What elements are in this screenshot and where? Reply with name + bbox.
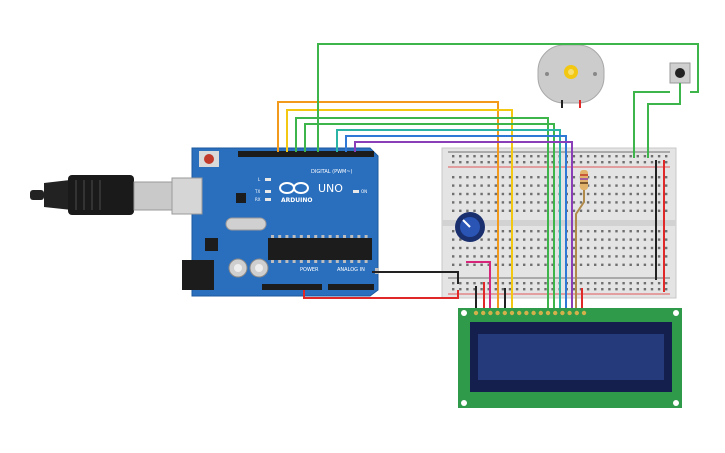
power-label: POWER (300, 267, 319, 273)
lcd-mount-hole (673, 310, 679, 316)
led-tx (265, 190, 271, 193)
usb-cable-sleeve (44, 180, 72, 210)
wire-black (372, 271, 459, 284)
breadboard-holes (452, 155, 668, 291)
crystal (225, 217, 267, 231)
wire-brown (575, 190, 585, 308)
led-tx-label: TX (254, 189, 260, 194)
resistor[interactable] (580, 170, 588, 190)
led-l-label: L (258, 177, 261, 182)
lcd-mount-hole (461, 400, 467, 406)
arduino-uno[interactable]: L TX RX ON ARDUINO UNO DIGITAL (PWM~) PO… (171, 147, 379, 297)
digital-label: DIGITAL (PWM~) (311, 169, 353, 175)
led-rx-label: RX (255, 197, 261, 202)
wire-magenta (466, 261, 491, 308)
led-on (353, 190, 359, 193)
lcd-mount-hole (673, 400, 679, 406)
atmega-chip (268, 238, 372, 260)
wires (277, 43, 699, 308)
dc-motor[interactable] (537, 44, 605, 108)
resistor-body (580, 170, 588, 190)
lcd-mount-hole (461, 310, 467, 316)
wire-green (633, 91, 670, 158)
potentiometer[interactable] (455, 212, 485, 242)
arduino-logo: ARDUINO UNO (279, 182, 343, 204)
wire-teal (336, 129, 561, 308)
wire-red (303, 290, 459, 299)
wire-yellow (286, 109, 513, 186)
power-header (262, 284, 322, 290)
wire-green (317, 43, 699, 152)
arduino-model: UNO (318, 182, 343, 195)
pushbutton-cap (675, 68, 685, 78)
lcd-pin-header (473, 310, 587, 316)
usb-cable-strain (30, 190, 44, 200)
usb-port (171, 177, 203, 215)
analog-label: ANALOG IN (337, 267, 365, 273)
lcd-16x2[interactable] (458, 308, 682, 408)
arduino-brand: ARDUINO (281, 197, 312, 204)
led-rx (265, 198, 271, 201)
digital-header (238, 151, 374, 157)
voltage-regulator (205, 238, 218, 251)
pushbutton[interactable] (669, 62, 691, 84)
wire-green (647, 83, 681, 158)
led-l (265, 178, 271, 181)
reset-button-cap (204, 154, 214, 164)
wire-blue (345, 135, 567, 308)
usb-chip (236, 193, 246, 203)
led-on-label: ON (361, 189, 367, 194)
analog-header (328, 284, 374, 290)
usb-plug-metal (133, 181, 175, 211)
wire-green (295, 117, 549, 308)
wire-orange (277, 101, 499, 186)
wire-purple (354, 141, 573, 308)
lcd-screen (478, 334, 664, 380)
usb-cable[interactable] (30, 175, 175, 215)
wire-green (304, 123, 555, 308)
power-jack (182, 260, 214, 290)
atmega-pins (271, 235, 368, 263)
